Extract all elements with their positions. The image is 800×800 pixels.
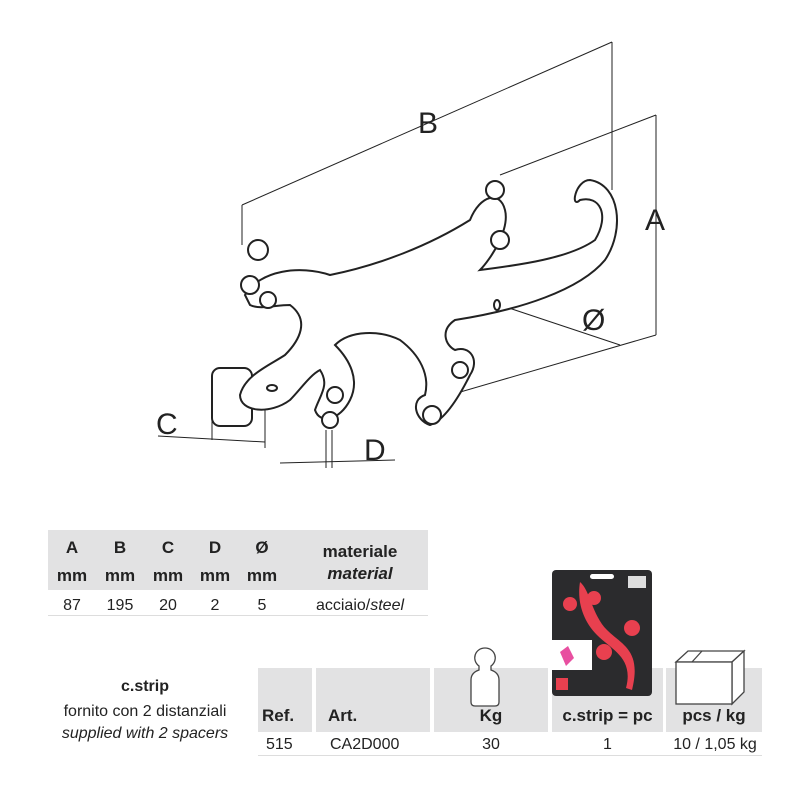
material-it: acciaio/ bbox=[315, 597, 371, 614]
header-material-en: material bbox=[327, 564, 393, 583]
header-art: Art. bbox=[328, 706, 358, 725]
unit-b: mm bbox=[104, 566, 136, 585]
box-icon bbox=[674, 649, 746, 706]
spec-table-header bbox=[48, 530, 428, 590]
value-art: CA2D000 bbox=[330, 736, 400, 753]
gecko-technical-drawing: B A Ø C D bbox=[156, 41, 665, 468]
value-pcs-kg: 10 / 1,05 kg bbox=[673, 736, 757, 753]
value-ref: 515 bbox=[266, 736, 293, 753]
header-ref: Ref. bbox=[262, 706, 295, 725]
dimension-a-label: A bbox=[645, 204, 665, 237]
value-a: 87 bbox=[63, 597, 81, 614]
description-it: fornito con 2 distanziali bbox=[63, 703, 227, 720]
description-title: c.strip bbox=[120, 678, 169, 695]
header-kg: Kg bbox=[479, 706, 503, 725]
unit-d: mm bbox=[199, 566, 231, 585]
value-diameter: 5 bbox=[257, 597, 267, 614]
dimension-b-line bbox=[241, 41, 613, 206]
dimension-b-label: B bbox=[418, 107, 438, 140]
package-photo bbox=[552, 570, 652, 696]
value-kg: 30 bbox=[482, 736, 500, 753]
header-material-it: materiale bbox=[322, 542, 398, 561]
dimension-diameter-line bbox=[499, 304, 621, 346]
header-pcs-kg: pcs / kg bbox=[682, 706, 746, 725]
gecko-outline bbox=[211, 178, 618, 429]
divider bbox=[48, 615, 428, 616]
dimension-d-line bbox=[279, 459, 396, 464]
value-b: 195 bbox=[106, 597, 134, 614]
unit-a: mm bbox=[56, 566, 88, 585]
dimension-diameter-label: Ø bbox=[582, 304, 605, 337]
header-a: A bbox=[65, 538, 79, 557]
value-cstrip: 1 bbox=[603, 736, 612, 753]
header-diameter: Ø bbox=[255, 538, 269, 557]
value-material: acciaio/steel bbox=[290, 597, 430, 615]
value-c: 20 bbox=[159, 597, 177, 614]
description-en: supplied with 2 spacers bbox=[61, 725, 229, 742]
dimension-c-label: C bbox=[156, 408, 178, 441]
unit-c: mm bbox=[152, 566, 184, 585]
header-cell-ref bbox=[258, 668, 312, 732]
header-cstrip: c.strip = pc bbox=[562, 706, 653, 725]
header-b: B bbox=[113, 538, 127, 557]
material-en: steel bbox=[370, 597, 405, 614]
weight-icon bbox=[470, 647, 500, 707]
header-d: D bbox=[208, 538, 222, 557]
value-d: 2 bbox=[210, 597, 220, 614]
unit-diameter: mm bbox=[246, 566, 278, 585]
header-c: C bbox=[161, 538, 175, 557]
header-cell-art bbox=[316, 668, 430, 732]
dimension-d-label: D bbox=[364, 434, 386, 467]
divider bbox=[258, 755, 762, 756]
